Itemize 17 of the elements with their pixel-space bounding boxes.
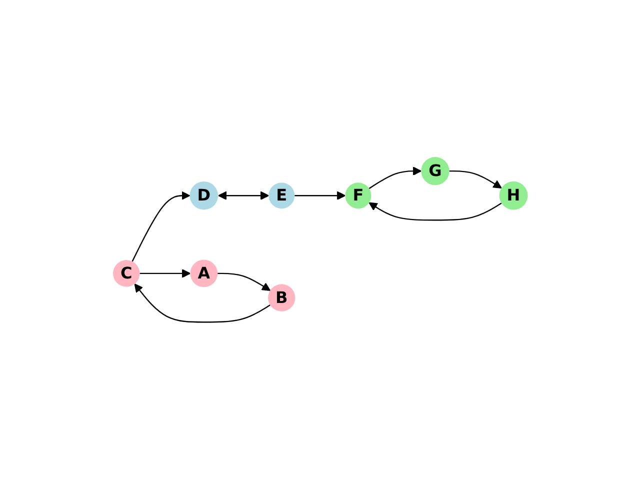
arrow [368,167,422,190]
node-circle: G [420,157,449,186]
node-circle: E [268,183,294,209]
arrow [368,202,502,222]
node-circle: B [268,284,295,312]
arrow [217,273,270,292]
node-circle: D [189,182,218,210]
arrow [294,192,346,200]
node-circle: H [498,182,528,210]
arrow [218,192,269,200]
node-circle: A [190,260,218,288]
arrow [131,192,190,262]
arrow [448,170,502,189]
node-circle: C [112,260,140,288]
arrow [139,269,190,278]
node-circle: F [344,183,371,209]
arrow [134,284,270,324]
